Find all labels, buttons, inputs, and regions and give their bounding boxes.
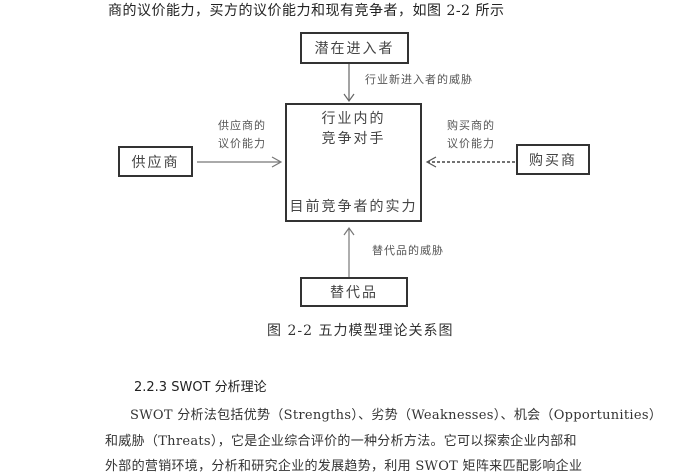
- section-heading: 2.2.3 SWOT 分析理论: [134, 380, 267, 395]
- substitutes-threat-label: 替代品的威胁: [372, 244, 444, 257]
- competitors-line2: 竞争对手: [321, 131, 386, 147]
- figure-caption: 图 2-2 五力模型理论关系图: [267, 323, 454, 339]
- substitutes-box: 替代品: [300, 277, 408, 307]
- industry-competitors-box: 行业内的 竞争对手 目前竞争者的实力: [285, 103, 422, 222]
- potential-entrants-label: 潜在进入者: [314, 41, 395, 57]
- new-entrants-threat-label: 行业新进入者的威胁: [365, 73, 473, 86]
- buyer-box: 购买商: [516, 144, 590, 175]
- supplier-bargaining-line2: 议价能力: [218, 137, 266, 150]
- paragraph-line-2: 和威胁（Threats），它是企业综合评价的一种分析方法。它可以探索企业内部和: [105, 434, 577, 449]
- buyer-bargaining-line2: 议价能力: [447, 137, 495, 150]
- paragraph-line-3: 外部的营销环境，分析和研究企业的发展趋势，利用 SWOT 矩阵来匹配影响企业: [105, 459, 583, 474]
- potential-entrants-box: 潜在进入者: [300, 32, 409, 64]
- intro-text: 商的议价能力，买方的议价能力和现有竞争者，如图 2-2 所示: [108, 3, 505, 19]
- substitutes-label: 替代品: [330, 285, 378, 301]
- paragraph-line-1: SWOT 分析法包括优势（Strengths）、劣势（Weaknesses）、机…: [130, 408, 663, 423]
- competitors-line1: 行业内的: [321, 111, 386, 127]
- supplier-box: 供应商: [118, 146, 193, 177]
- buyer-label: 购买商: [529, 152, 577, 169]
- supplier-bargaining-label: 供应商的 议价能力: [218, 117, 266, 153]
- current-competitors-strength: 目前竞争者的实力: [289, 199, 418, 215]
- supplier-bargaining-line1: 供应商的: [218, 119, 266, 132]
- supplier-label: 供应商: [131, 154, 180, 171]
- buyer-bargaining-line1: 购买商的: [447, 119, 495, 132]
- buyer-bargaining-label: 购买商的 议价能力: [447, 117, 495, 153]
